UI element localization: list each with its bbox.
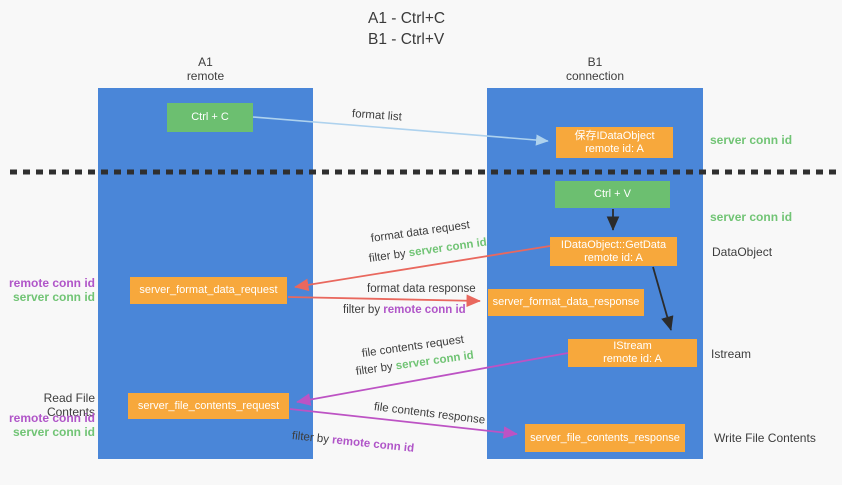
node-server-format-data-response: server_format_data_response (488, 289, 644, 316)
remote-conn-id-text: remote conn id (331, 434, 415, 455)
node-ctrl-v: Ctrl + V (555, 181, 670, 208)
annotation-conn-ids-bottom-left: remote conn id server conn id (0, 411, 95, 439)
annotation-server-conn-id-mid: server conn id (710, 210, 793, 224)
annotation-conn-ids-top-left: remote conn id server conn id (0, 276, 95, 304)
node-ctrl-v-label: Ctrl + V (594, 188, 631, 200)
annotation-server-conn-id: server conn id (12, 425, 95, 439)
annotation-read-file-contents: Read File Contents (0, 391, 95, 419)
node-server-format-data-request: server_format_data_request (130, 277, 287, 304)
node-getdata-line1: IDataObject::GetData (560, 238, 667, 251)
arrow-format-data-response (287, 294, 481, 308)
filter-by-text: filter by (343, 304, 384, 316)
node-ctrl-c-label: Ctrl + C (191, 111, 229, 123)
annotation-dataobject: DataObject (712, 245, 773, 259)
node-file-request-label: server_file_contents_request (137, 399, 280, 412)
node-format-response-label: server_format_data_response (492, 296, 640, 308)
node-istream-line2: remote id: A (603, 353, 662, 365)
flow-label-format-list: format list (351, 108, 403, 124)
annotation-remote-conn-id: remote conn id (8, 276, 95, 290)
flow-label-filter-remote-conn-id-1: filter by remote conn id (343, 304, 466, 316)
left-column-header: A1 remote (98, 55, 313, 83)
node-save-idataobject-line2: remote id: A (585, 142, 644, 155)
read-file-contents-text: Read File Contents (43, 391, 95, 419)
left-column-role: remote (186, 69, 225, 83)
node-ctrl-c: Ctrl + C (167, 103, 253, 132)
right-column-role: connection (565, 69, 625, 83)
node-file-response-label: server_file_contents_response (530, 431, 680, 444)
title-line-2: B1 - Ctrl+V (368, 31, 445, 48)
left-column-name: A1 (198, 55, 213, 69)
node-getdata-line2: remote id: A (584, 251, 643, 264)
right-column-header: B1 connection (487, 55, 703, 83)
node-istream: IStream remote id: A (568, 339, 697, 367)
server-conn-id-text: server conn id (408, 236, 488, 260)
annotation-server-conn-id: server conn id (12, 290, 95, 304)
node-istream-line1: IStream (613, 340, 652, 352)
right-column-name: B1 (587, 55, 603, 69)
node-format-request-label: server_format_data_request (139, 284, 278, 296)
flow-label-file-contents-response: file contents response (373, 401, 486, 427)
filter-by-text: filter by (368, 247, 410, 265)
remote-conn-id-text: remote conn id (383, 304, 466, 316)
annotation-write-file-contents: Write File Contents (714, 431, 816, 445)
flow-label-format-data-response: format data response (367, 283, 476, 295)
diagram-title: A1 - Ctrl+C B1 - Ctrl+V (368, 8, 445, 50)
node-save-idataobject: 保存IDataObject remote id: A (556, 127, 673, 158)
node-save-idataobject-line1: 保存IDataObject (574, 129, 655, 142)
node-idataobject-getdata: IDataObject::GetData remote id: A (550, 237, 677, 266)
annotation-server-conn-id-top: server conn id (710, 133, 793, 147)
annotation-remote-conn-id: remote conn id (8, 411, 95, 425)
filter-by-text: filter by (355, 360, 397, 378)
node-server-file-contents-request: server_file_contents_request (128, 393, 289, 419)
node-server-file-contents-response: server_file_contents_response (525, 424, 685, 452)
title-line-1: A1 - Ctrl+C (368, 10, 446, 27)
annotation-istream: Istream (711, 347, 752, 361)
